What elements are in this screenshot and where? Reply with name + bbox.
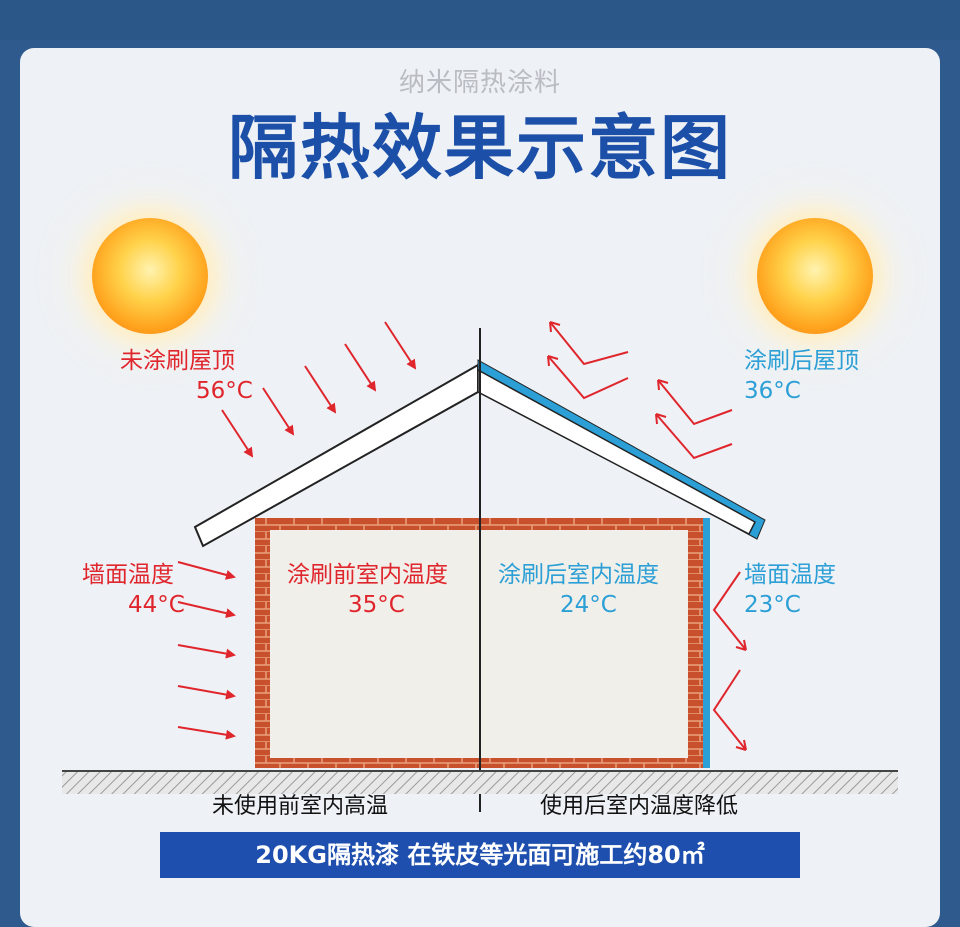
product-subtitle: 纳米隔热涂料 xyxy=(398,68,561,98)
indoor-after-temp: 24°C xyxy=(560,592,617,618)
sun-right-icon xyxy=(757,218,873,334)
heat-arrows-wall xyxy=(177,561,236,740)
roof-left-temp: 56°C xyxy=(196,378,253,404)
reflected-arrows-wall xyxy=(712,571,747,751)
ground-right-caption: 使用后室内温度降低 xyxy=(540,794,739,819)
indoor-after-label: 涂刷后室内温度 xyxy=(498,562,659,588)
indoor-before-label: 涂刷前室内温度 xyxy=(287,562,448,588)
heat-arrows-roof xyxy=(221,321,417,458)
diagram-title: 隔热效果示意图 xyxy=(228,107,732,189)
wall-left-temp: 44°C xyxy=(128,592,185,618)
ground-left-caption: 未使用前室内高温 xyxy=(212,794,389,819)
roof-right-label: 涂刷后屋顶 xyxy=(744,348,859,374)
insulation-coating-wall xyxy=(703,518,710,768)
roof-right-temp: 36°C xyxy=(744,378,801,404)
page-top-band xyxy=(0,0,960,40)
ground-hatch xyxy=(62,772,898,794)
wall-left-label: 墙面温度 xyxy=(82,562,174,588)
wall-right-temp: 23°C xyxy=(744,592,801,618)
sun-left-icon xyxy=(92,218,208,334)
coverage-banner: 20KG隔热漆 在铁皮等光面可施工约80㎡ xyxy=(160,832,800,878)
roof-right xyxy=(477,359,766,540)
roof-left-label: 未涂刷屋顶 xyxy=(120,348,235,374)
indoor-before-temp: 35°C xyxy=(348,592,405,618)
wall-right-label: 墙面温度 xyxy=(744,562,836,588)
reflected-arrows-roof xyxy=(547,321,733,460)
